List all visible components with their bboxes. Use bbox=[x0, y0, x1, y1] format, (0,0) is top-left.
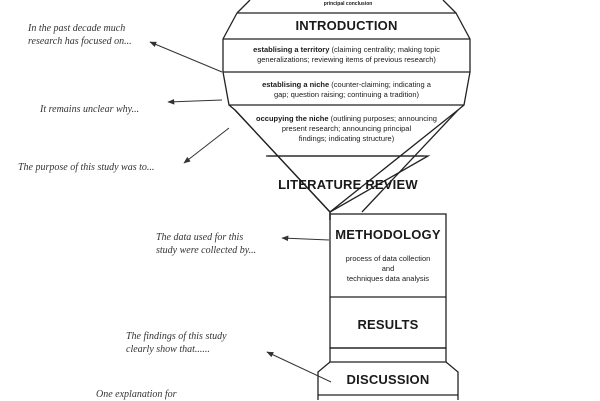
note-4-line1: The data used for this bbox=[156, 232, 244, 243]
top-section-shape bbox=[236, 0, 457, 14]
niche-rest-2: gap; question raising; continuing a trad… bbox=[273, 90, 420, 99]
methodology-desc-line2: and bbox=[381, 264, 395, 273]
note-6-line1: One explanation for bbox=[96, 389, 177, 400]
arrow-5 bbox=[266, 351, 332, 383]
occupying-rest-2: present research; announcing principal bbox=[281, 124, 412, 133]
occupying-text: occupying the niche (outlining purposes;… bbox=[240, 114, 453, 144]
note-1-line1: In the past decade much bbox=[28, 23, 126, 34]
territory-text: establising a territory (claiming centra… bbox=[226, 45, 467, 65]
methodology-desc-line3: techniques data analysis bbox=[346, 274, 430, 283]
note-1-line2: research has focused on... bbox=[28, 36, 132, 47]
occupying-rest-3: findings; indicating structure) bbox=[298, 134, 395, 143]
note-past-decade: In the past decade much research has foc… bbox=[28, 22, 132, 48]
note-5-line2: clearly show that...... bbox=[126, 344, 210, 355]
occupying-rest-1: (outlining purposes; announcing bbox=[328, 114, 437, 123]
methodology-desc-line1: process of data collection bbox=[345, 254, 431, 263]
niche-text: establising a niche (counter-claiming; i… bbox=[232, 80, 461, 100]
occupying-bold: occupying the niche bbox=[256, 114, 329, 123]
note-data-collected: The data used for this study were collec… bbox=[156, 231, 256, 257]
note-purpose: The purpose of this study was to... bbox=[18, 161, 154, 174]
niche-bold: establising a niche bbox=[262, 80, 330, 89]
arrow-1 bbox=[149, 41, 223, 73]
arrow-4 bbox=[281, 235, 330, 242]
methodology-description: process of data collection and technique… bbox=[330, 254, 446, 284]
methodology-heading: METHODOLOGY bbox=[335, 227, 441, 242]
territory-rest-1: (claiming centrality; making topic bbox=[329, 45, 440, 54]
results-heading: RESULTS bbox=[357, 317, 419, 332]
arrow-3 bbox=[183, 127, 230, 164]
note-3-line1: The purpose of this study was to... bbox=[18, 162, 155, 173]
territory-rest-2: generalizations; reviewing items of prev… bbox=[257, 55, 436, 64]
niche-rest-1: (counter-claiming; indicating a bbox=[329, 80, 431, 89]
note-remains-unclear: It remains unclear why... bbox=[40, 103, 139, 116]
arrow-2 bbox=[167, 98, 223, 105]
note-findings: The findings of this study clearly show … bbox=[126, 330, 227, 356]
note-explanation: One explanation for bbox=[96, 388, 177, 401]
note-5-line1: The findings of this study bbox=[126, 331, 227, 342]
literature-review-heading: LITERATURE REVIEW bbox=[278, 177, 418, 192]
introduction-heading: INTRODUCTION bbox=[295, 18, 398, 33]
note-2-line1: It remains unclear why... bbox=[40, 104, 140, 115]
discussion-shape bbox=[317, 347, 459, 400]
note-4-line2: study were collected by... bbox=[156, 245, 257, 256]
territory-bold: establising a territory bbox=[253, 45, 330, 54]
top-fragment-text: principal conclusion bbox=[323, 1, 373, 7]
discussion-heading: DISCUSSION bbox=[346, 372, 430, 387]
